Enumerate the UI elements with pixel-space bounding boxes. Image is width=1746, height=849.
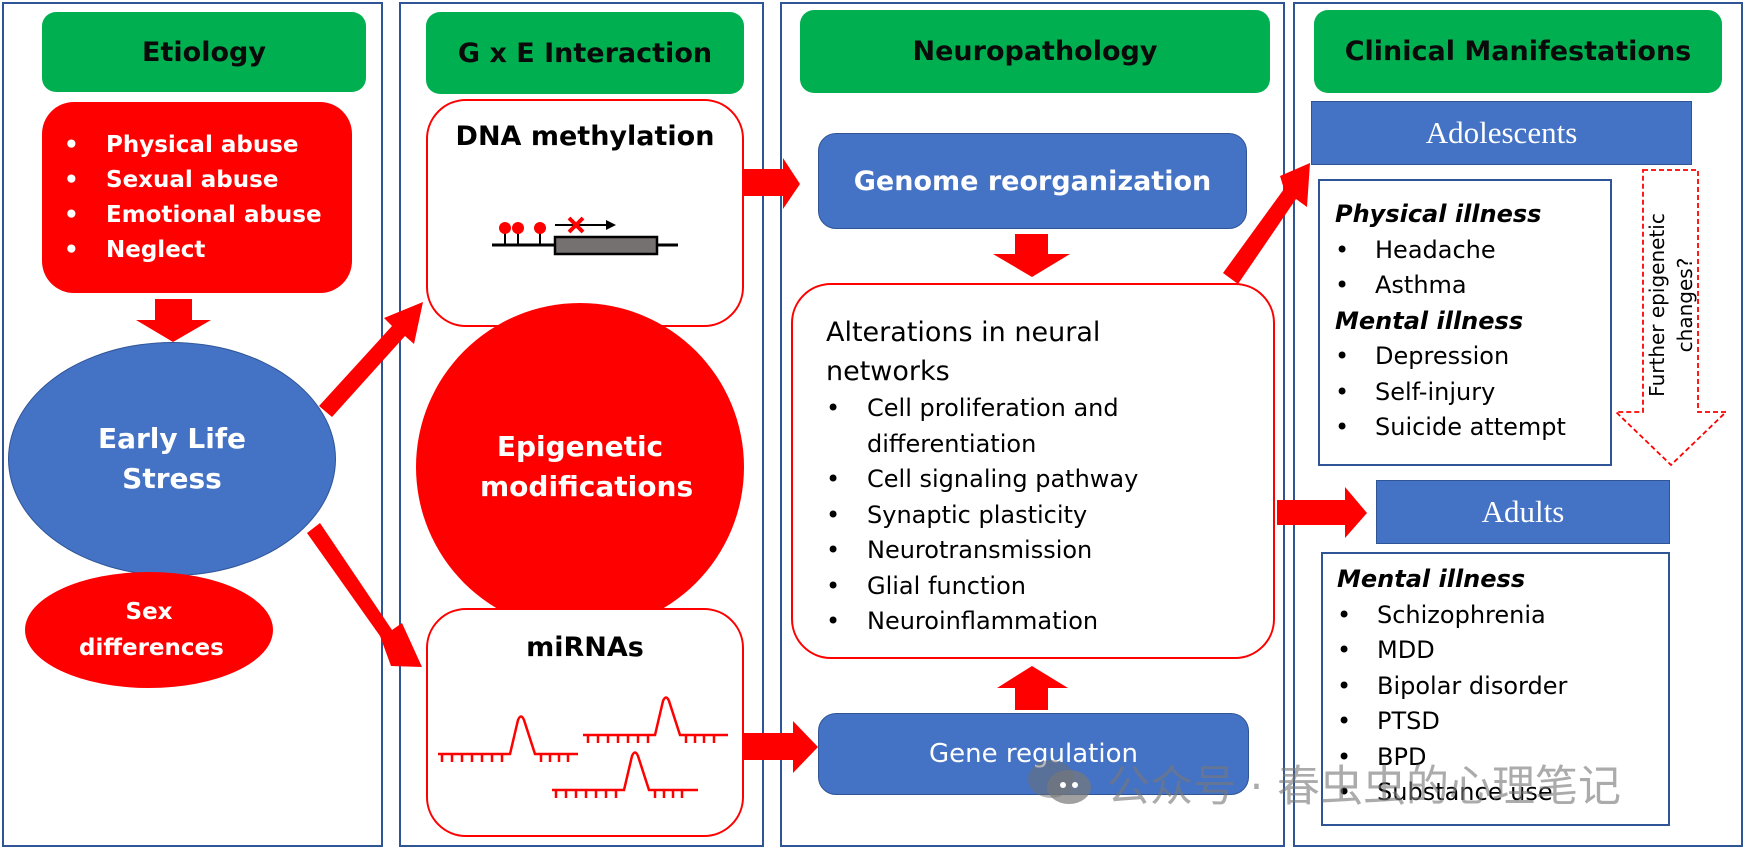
arrow-diagonal-icon bbox=[1223, 163, 1310, 284]
neural-network-alterations-box: Alterations in neural networks Cell prol… bbox=[791, 283, 1275, 659]
adolescent-mental-list: Depression Self-injury Suicide attempt bbox=[1335, 339, 1610, 446]
condition-item: Self-injury bbox=[1335, 375, 1610, 411]
condition-item: Asthma bbox=[1335, 268, 1610, 304]
condition-text: Headache bbox=[1375, 235, 1496, 264]
adolescents-header: Adolescents bbox=[1311, 101, 1692, 165]
wechat-icon bbox=[1028, 760, 1091, 804]
genome-reorganization-node: Genome reorganization bbox=[818, 133, 1247, 229]
condition-text: Substance use bbox=[1377, 778, 1553, 806]
alteration-item: Cell signaling pathway bbox=[826, 462, 1253, 498]
adults-header: Adults bbox=[1376, 480, 1670, 544]
alteration-item: Cell proliferation and differentiation bbox=[826, 391, 1157, 462]
condition-text: Bipolar disorder bbox=[1377, 671, 1568, 700]
alteration-item: Neurotransmission bbox=[826, 533, 1253, 569]
condition-item: Depression bbox=[1335, 339, 1610, 375]
early-life-stress-label: Early Life Stress bbox=[97, 422, 247, 495]
header-clinical: Clinical Manifestations bbox=[1314, 10, 1722, 93]
header-neuropathology: Neuropathology bbox=[800, 10, 1270, 93]
adolescent-physical-list: Headache Asthma bbox=[1335, 233, 1610, 304]
methylated-promoter-icon bbox=[492, 216, 678, 256]
arrow-down-icon bbox=[136, 299, 211, 342]
adult-mental-list: Schizophrenia MDD Bipolar disorder PTSD … bbox=[1337, 598, 1668, 811]
condition-text: PTSD bbox=[1377, 707, 1440, 735]
arrow-right-icon bbox=[743, 721, 818, 773]
abuse-type-item: Emotional abuse bbox=[42, 198, 352, 233]
header-gxe: G x E Interaction bbox=[426, 12, 744, 94]
alteration-item-text: Cell signaling pathway bbox=[867, 465, 1139, 493]
arrow-down-icon bbox=[993, 234, 1070, 277]
condition-text: MDD bbox=[1377, 636, 1435, 664]
sex-differences-label: Sex differences bbox=[79, 599, 224, 661]
dna-methylation-title: DNA methylation bbox=[455, 121, 715, 152]
arrow-right-icon bbox=[1277, 487, 1367, 538]
arrow-up-icon bbox=[997, 666, 1068, 710]
condition-item: Substance use bbox=[1337, 775, 1668, 811]
watermark: 公众号 · 春虫虫的心理笔记 bbox=[1025, 752, 1621, 814]
arrow-diagonal-icon bbox=[307, 523, 422, 667]
abuse-type-item: Physical abuse bbox=[42, 128, 352, 163]
condition-item: Schizophrenia bbox=[1337, 598, 1668, 634]
dna-methylation-box: DNA methylation bbox=[426, 99, 744, 327]
condition-text: Schizophrenia bbox=[1377, 600, 1546, 629]
alteration-item-text: Synaptic plasticity bbox=[867, 500, 1088, 529]
alteration-item: Synaptic plasticity bbox=[826, 498, 1253, 534]
alteration-item: Neuroinflammation bbox=[826, 604, 1253, 640]
category-label: Mental illness bbox=[1335, 306, 1524, 335]
condition-item: Headache bbox=[1335, 233, 1610, 269]
adolescents-conditions-box: Physical illness Headache Asthma Mental … bbox=[1318, 179, 1612, 466]
condition-text: Self-injury bbox=[1375, 377, 1496, 406]
arrow-diagonal-icon bbox=[319, 302, 423, 417]
abuse-type-item: Neglect bbox=[42, 233, 352, 268]
early-life-stress-node: Early Life Stress bbox=[8, 342, 336, 576]
category-label: Physical illness bbox=[1335, 200, 1542, 228]
mirnas-title: miRNAs bbox=[526, 632, 644, 663]
alteration-item-text: Neuroinflammation bbox=[867, 607, 1099, 635]
condition-item: BPD bbox=[1337, 740, 1668, 776]
abuse-types-list: Physical abuse Sexual abuse Emotional ab… bbox=[42, 128, 352, 268]
arrow-right-icon bbox=[743, 158, 800, 209]
condition-text: BPD bbox=[1377, 742, 1427, 771]
abuse-types-box: Physical abuse Sexual abuse Emotional ab… bbox=[42, 102, 352, 293]
header-etiology: Etiology bbox=[42, 12, 366, 92]
condition-text: Suicide attempt bbox=[1375, 413, 1566, 441]
condition-text: Asthma bbox=[1375, 271, 1467, 299]
condition-item: MDD bbox=[1337, 633, 1668, 669]
condition-item: Bipolar disorder bbox=[1337, 669, 1668, 705]
dashed-down-arrow-icon bbox=[1613, 169, 1729, 467]
mirnas-box: miRNAs bbox=[426, 608, 744, 837]
epigenetic-modifications-label: Epigenetic modifications bbox=[480, 430, 694, 503]
alteration-item-text: Neurotransmission bbox=[867, 536, 1093, 564]
category-label: Mental illness bbox=[1337, 565, 1526, 593]
alteration-item-text: Cell proliferation and differentiation bbox=[867, 394, 1119, 458]
condition-item: Suicide attempt bbox=[1335, 410, 1610, 446]
mirna-hairpin-icon bbox=[438, 696, 728, 798]
abuse-type-item: Sexual abuse bbox=[42, 163, 352, 198]
alteration-item-text: Glial function bbox=[867, 571, 1026, 600]
condition-text: Depression bbox=[1375, 342, 1510, 370]
alterations-list: Cell proliferation and differentiation C… bbox=[826, 391, 1253, 640]
alteration-item: Glial function bbox=[826, 569, 1253, 605]
epigenetic-modifications-node: Epigenetic modifications bbox=[416, 303, 744, 631]
alterations-title: Alterations in neural networks bbox=[826, 317, 1101, 387]
watermark-text: 公众号 · 春虫虫的心理笔记 bbox=[1107, 762, 1622, 812]
adults-conditions-box: Mental illness Schizophrenia MDD Bipolar… bbox=[1321, 552, 1670, 826]
condition-item: PTSD bbox=[1337, 704, 1668, 740]
sex-differences-node: Sex differences bbox=[25, 572, 273, 688]
